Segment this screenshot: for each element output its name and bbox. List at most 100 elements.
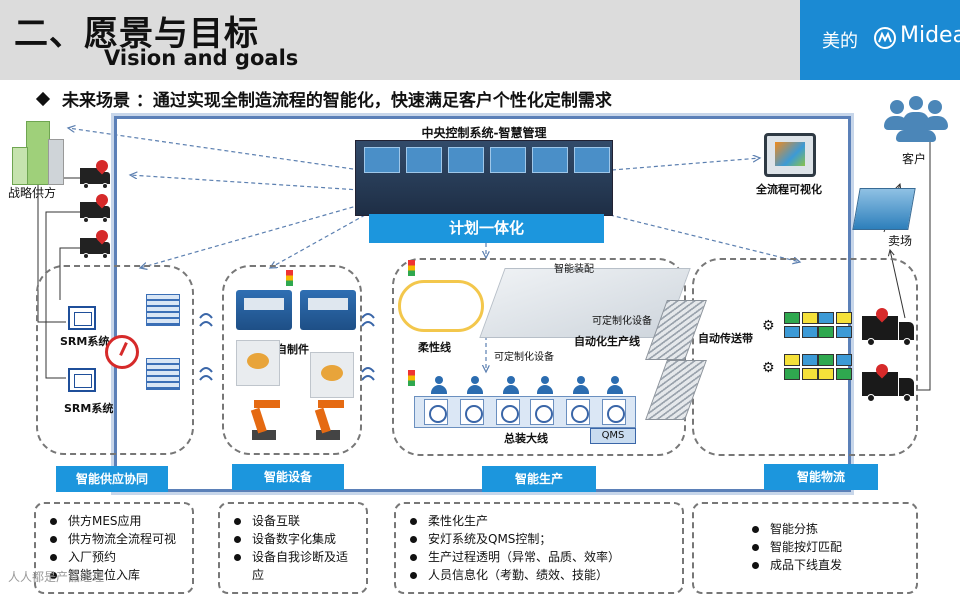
list-item: 入厂预约: [50, 548, 192, 566]
flexible-line-diagram: [398, 280, 484, 332]
brand-logo-block: 美的 Midea: [800, 0, 960, 80]
brand-name-en: Midea: [900, 23, 960, 48]
list-item: 人员信息化（考勤、绩效、技能）: [410, 566, 682, 584]
station-icon: [460, 399, 484, 425]
list-item: 智能分拣: [752, 520, 916, 538]
tab-smart-equipment: 智能设备: [232, 464, 344, 490]
customer-label: 客户: [902, 152, 927, 166]
screen-icon: [574, 147, 610, 173]
worker-icon: [466, 376, 484, 394]
list-item: 供方物流全流程可视: [50, 530, 192, 548]
srm-label-1: SRM系统: [60, 335, 110, 348]
store-icon: [852, 188, 916, 230]
delivery-truck-icon: [862, 316, 914, 346]
page-title: 二、愿景与目标: [14, 14, 259, 54]
list-item: 设备数字化集成: [234, 530, 366, 548]
smart-assembly-label: 智能装配: [554, 264, 594, 275]
worker-icon: [606, 376, 624, 394]
injection-machine-icon: [236, 290, 292, 330]
truck-icon: [80, 238, 110, 259]
page-title-en: Vision and goals: [104, 46, 299, 70]
supplier-buildings-icon: [8, 115, 66, 185]
scenario-text: 未来场景 ：通过实现全制造流程的智能化，快速满足客户个性化定制需求: [62, 91, 612, 111]
screen-icon: [448, 147, 484, 173]
worker-icon: [502, 376, 520, 394]
injection-machine-icon: [300, 290, 356, 330]
watermark: 人人都是产品经理: [8, 570, 105, 584]
central-control-title: 中央控制系统-智慧管理: [421, 126, 547, 140]
station-icon: [530, 399, 554, 425]
delivery-truck-icon: [862, 372, 914, 402]
list-item: 成品下线直发: [752, 556, 916, 574]
supply-zone: [36, 265, 194, 455]
final-line-label: 总装大线: [504, 432, 548, 445]
equipment-zone: [222, 265, 362, 455]
screen-icon: [364, 147, 400, 173]
list-item: 安灯系统及QMS控制；: [410, 530, 682, 548]
logistics-zone: [692, 258, 918, 456]
list-item: 柔性化生产: [410, 512, 682, 530]
andon-lamp-icon: [408, 370, 415, 386]
production-bullets: 柔性化生产 安灯系统及QMS控制； 生产过程透明（异常、品质、效率） 人员信息化…: [394, 502, 684, 594]
truck-icon: [80, 202, 110, 223]
tab-smart-supply: 智能供应协同: [56, 466, 168, 492]
station-icon: [424, 399, 448, 425]
srm-monitor-icon: [68, 368, 96, 392]
list-item: 设备互联: [234, 512, 366, 530]
warehouse-rack-icon: [146, 294, 180, 326]
list-item: 智能按灯匹配: [752, 538, 916, 556]
station-icon: [602, 399, 626, 425]
conveyor-label: 自动传送带: [698, 332, 753, 345]
plan-integration-bar: 计划一体化: [369, 214, 604, 243]
supply-bullets: 供方MES应用 供方物流全流程可视 入厂预约 智能定位入库: [34, 502, 194, 594]
truck-icon: [80, 168, 110, 189]
worker-icon: [572, 376, 590, 394]
andon-lamp-icon: [286, 270, 293, 286]
screen-icon: [406, 147, 442, 173]
station-icon: [496, 399, 520, 425]
central-control: 中央控制系统-智慧管理: [355, 124, 613, 216]
sorting-rack-icon: [818, 354, 852, 380]
self-made-parts-label: 自制件: [276, 343, 309, 356]
srm-label-2: SRM系统: [64, 402, 114, 415]
qms-badge: QMS: [590, 428, 636, 444]
final-assembly-line: [414, 396, 636, 428]
screen-icon: [490, 147, 526, 173]
gauge-icon: [105, 335, 139, 369]
store-label: 卖场: [888, 234, 913, 248]
tab-smart-production: 智能生产: [482, 466, 596, 492]
supplier-label: 战略供方: [8, 186, 57, 200]
visualization-label: 全流程可视化: [756, 183, 822, 196]
auto-line-label: 自动化生产线: [574, 335, 640, 348]
visualization-tablet-icon: [764, 133, 816, 177]
control-room-image: [355, 140, 613, 216]
station-icon: [566, 399, 590, 425]
warehouse-rack-icon: [146, 358, 180, 390]
press-machine-icon: [310, 352, 354, 398]
robot-arm-icon: [244, 398, 284, 440]
tab-smart-logistics: 智能物流: [764, 464, 878, 490]
scenario-subtitle: 未来场景 ：通过实现全制造流程的智能化，快速满足客户个性化定制需求: [35, 86, 612, 111]
midea-logo-icon: [874, 27, 896, 49]
list-item: 生产过程透明（异常、品质、效率）: [410, 548, 682, 566]
customers-icon: [884, 96, 948, 148]
sorting-rack-icon: [818, 312, 852, 338]
brand-name-cn: 美的: [822, 31, 858, 52]
sorting-rack-icon: [784, 312, 818, 338]
list-item: 供方MES应用: [50, 512, 192, 530]
worker-icon: [430, 376, 448, 394]
screen-icon: [532, 147, 568, 173]
sorting-arm-icon: ⚙: [762, 360, 775, 376]
srm-monitor-icon: [68, 306, 96, 330]
list-item: 智能定位入库: [50, 566, 192, 584]
list-item: 设备自我诊断及适应: [234, 548, 354, 584]
flexible-line-label: 柔性线: [418, 341, 451, 354]
header-bar: 二、愿景与目标 Vision and goals: [0, 0, 800, 80]
andon-lamp-icon: [408, 260, 415, 276]
worker-icon: [536, 376, 554, 394]
diamond-bullet-icon: [35, 91, 51, 107]
equipment-bullets: 设备互联 设备数字化集成 设备自我诊断及适应: [218, 502, 368, 594]
custom-device-label-1: 可定制化设备: [592, 316, 652, 327]
sorting-arm-icon: ⚙: [762, 318, 775, 334]
sorting-rack-icon: [784, 354, 818, 380]
